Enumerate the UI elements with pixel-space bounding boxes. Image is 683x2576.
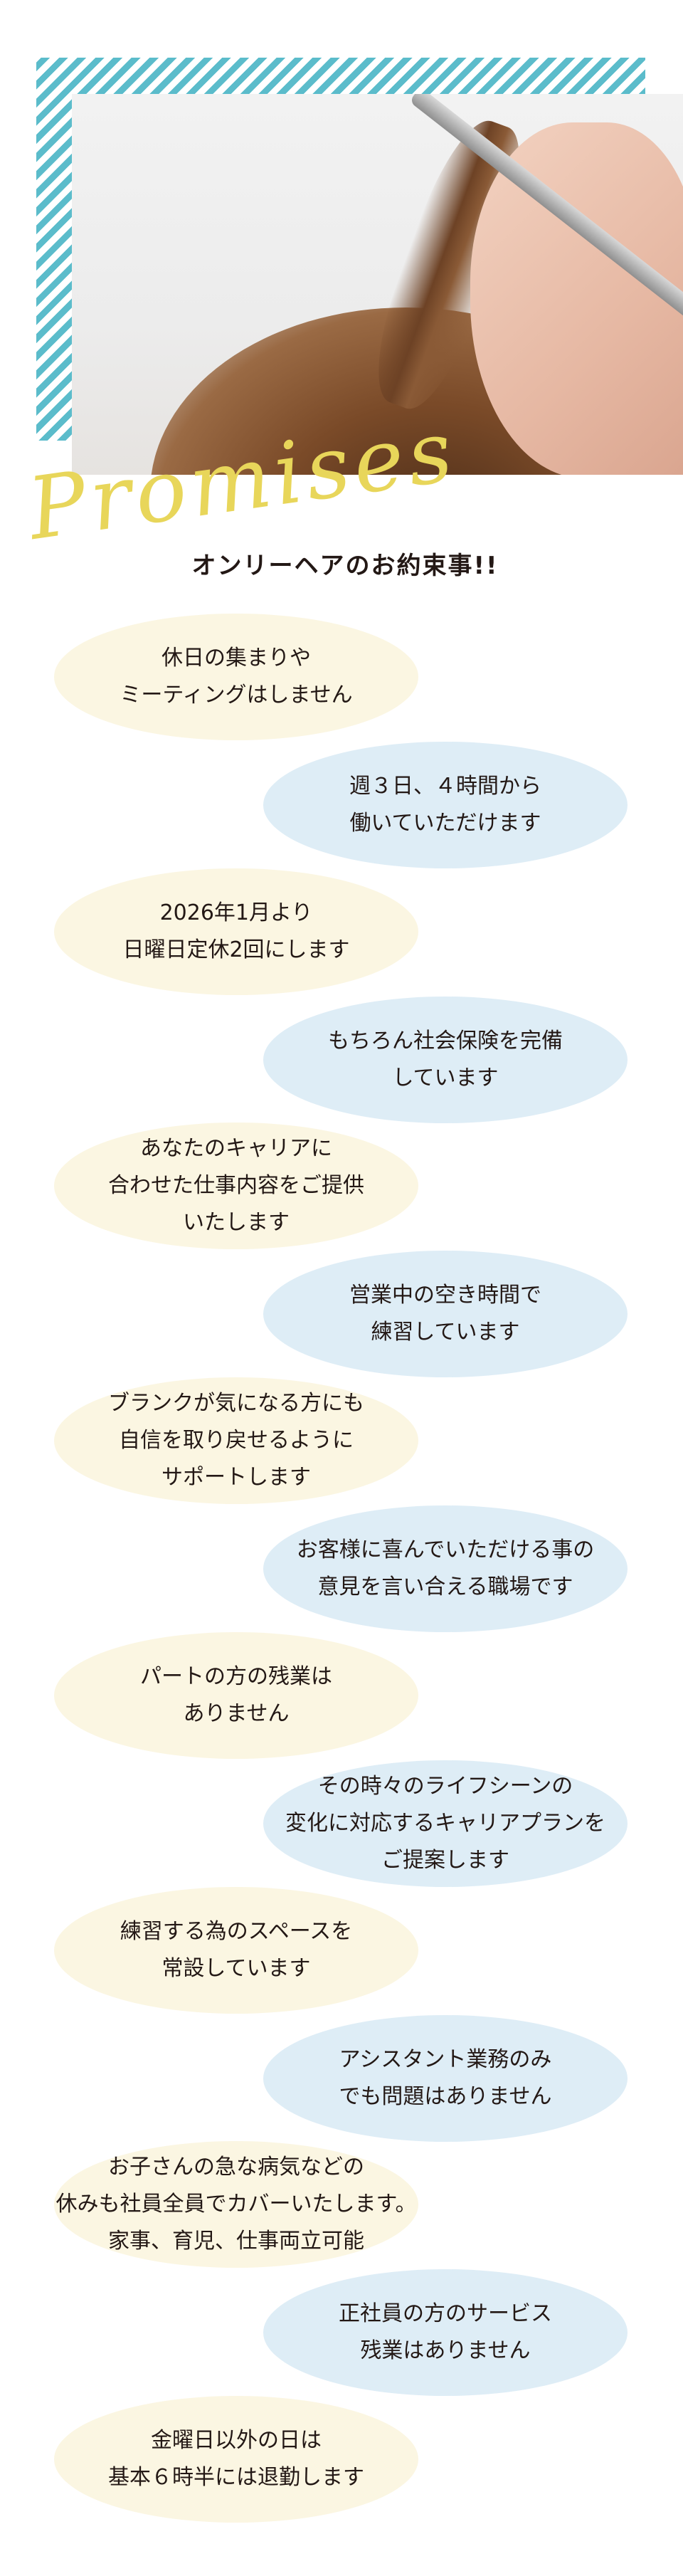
promise-text-line: 家事、育児、仕事両立可能 xyxy=(108,2229,364,2254)
hero-photo-hair-cutting xyxy=(72,94,683,475)
promise-bubble: 金曜日以外の日は基本６時半には退勤します xyxy=(54,2396,418,2523)
promise-bubble: 練習する為のスペースを常設しています xyxy=(54,1887,418,2014)
promise-text-line: その時々のライフシーンの xyxy=(317,1774,573,1799)
promise-text-line: 練習しています xyxy=(371,1320,520,1345)
hand-shape xyxy=(470,122,683,475)
promise-text-line: 常設しています xyxy=(162,1956,311,1981)
promise-text-line: もちろん社会保険を完備 xyxy=(328,1029,563,1053)
promise-text-line: 練習する為のスペースを xyxy=(120,1919,353,1944)
promise-text-line: お客様に喜んでいただける事の xyxy=(296,1537,595,1562)
promise-bubble: その時々のライフシーンの変化に対応するキャリアプランをご提案します xyxy=(263,1760,628,1887)
promise-text-line: 残業はありません xyxy=(360,2338,531,2363)
promise-text-line: 基本６時半には退勤します xyxy=(108,2465,364,2490)
promise-text-line: ありません xyxy=(183,1701,290,1726)
promise-text: ブランクが気になる方にも自信を取り戻せるようにサポートします xyxy=(0,1385,489,1496)
promise-text-line: 意見を言い合える職場です xyxy=(317,1574,573,1599)
promise-text: お子さんの急な病気などの休みも社員全員でカバーいたします。家事、育児、仕事両立可… xyxy=(0,2149,489,2260)
promise-text-line: 休日の集まりや xyxy=(162,646,311,671)
promise-text-line: 日曜日定休2回にします xyxy=(122,937,350,962)
promise-bubble: ブランクが気になる方にも自信を取り戻せるようにサポートします xyxy=(54,1377,418,1504)
promise-text: アシスタント業務のみでも問題はありません xyxy=(192,2041,683,2115)
promise-text-line: 営業中の空き時間で xyxy=(349,1283,541,1308)
promise-bubble: もちろん社会保険を完備しています xyxy=(263,997,628,1123)
promise-text: パートの方の残業はありません xyxy=(0,1658,489,1733)
promise-text-line: サポートします xyxy=(162,1465,311,1490)
promise-text-line: 休みも社員全員でカバーいたします。 xyxy=(55,2192,417,2217)
section-heading: オンリーヘアのお約束事!! xyxy=(191,552,499,580)
promise-text-line: アシスタント業務のみ xyxy=(339,2047,552,2072)
promise-text: もちろん社会保険を完備しています xyxy=(192,1023,683,1097)
promise-text: 正社員の方のサービス残業はありません xyxy=(192,2296,683,2370)
promise-text: 2026年1月より日曜日定休2回にします xyxy=(0,895,489,969)
promise-text-line: ブランクが気になる方にも xyxy=(108,1391,364,1416)
promise-text-line: ミーティングはしません xyxy=(120,683,353,708)
promises-script-logo: Promises xyxy=(21,406,448,555)
promise-text-line: あなたのキャリアに xyxy=(140,1136,332,1161)
promise-text-line: 働いていただけます xyxy=(349,811,541,836)
promise-text: 金曜日以外の日は基本６時半には退勤します xyxy=(0,2422,489,2496)
promise-bubble: 正社員の方のサービス残業はありません xyxy=(263,2269,628,2396)
promise-text-line: しています xyxy=(392,1066,499,1090)
promise-bubble: お子さんの急な病気などの休みも社員全員でカバーいたします。家事、育児、仕事両立可… xyxy=(54,2141,418,2268)
promise-bubble: 週３日、４時間から働いていただけます xyxy=(263,742,628,868)
promise-bubble: お客様に喜んでいただける事の意見を言い合える職場です xyxy=(263,1505,628,1632)
promise-bubble: 営業中の空き時間で練習しています xyxy=(263,1251,628,1377)
promise-text: 練習する為のスペースを常設しています xyxy=(0,1913,489,1987)
promise-text-line: お子さんの急な病気などの xyxy=(108,2155,364,2180)
promise-text-line: 週３日、４時間から xyxy=(349,774,541,799)
promise-bubble: 休日の集まりやミーティングはしません xyxy=(54,614,418,740)
promise-text-line: 合わせた仕事内容をご提供 xyxy=(108,1173,364,1198)
promise-text-line: パートの方の残業は xyxy=(140,1664,332,1689)
promise-bubble: パートの方の残業はありません xyxy=(54,1632,418,1759)
promise-text-line: 変化に対応するキャリアプランを xyxy=(285,1811,605,1836)
promise-text-line: 金曜日以外の日は xyxy=(151,2428,322,2453)
promise-text-line: でも問題はありません xyxy=(339,2084,552,2109)
promise-text: 週３日、４時間から働いていただけます xyxy=(192,768,683,842)
promise-text: あなたのキャリアに合わせた仕事内容をご提供いたします xyxy=(0,1130,489,1241)
promise-text-line: 2026年1月より xyxy=(159,900,313,925)
promise-bubble: あなたのキャリアに合わせた仕事内容をご提供いたします xyxy=(54,1123,418,1249)
promise-text-line: ご提案します xyxy=(381,1848,509,1873)
promise-bubble: アシスタント業務のみでも問題はありません xyxy=(263,2015,628,2142)
promise-text-line: いたします xyxy=(183,1210,290,1235)
promise-text: 営業中の空き時間で練習しています xyxy=(192,1277,683,1351)
promise-bubble: 2026年1月より日曜日定休2回にします xyxy=(54,868,418,995)
promises-script-text: Promises xyxy=(21,406,448,555)
promise-text: お客様に喜んでいただける事の意見を言い合える職場です xyxy=(192,1532,683,1606)
promise-text-line: 自信を取り戻せるように xyxy=(119,1428,354,1453)
promise-text-line: 正社員の方のサービス xyxy=(339,2301,552,2326)
promise-text: その時々のライフシーンの変化に対応するキャリアプランをご提案します xyxy=(192,1768,683,1879)
promise-text: 休日の集まりやミーティングはしません xyxy=(0,640,489,714)
